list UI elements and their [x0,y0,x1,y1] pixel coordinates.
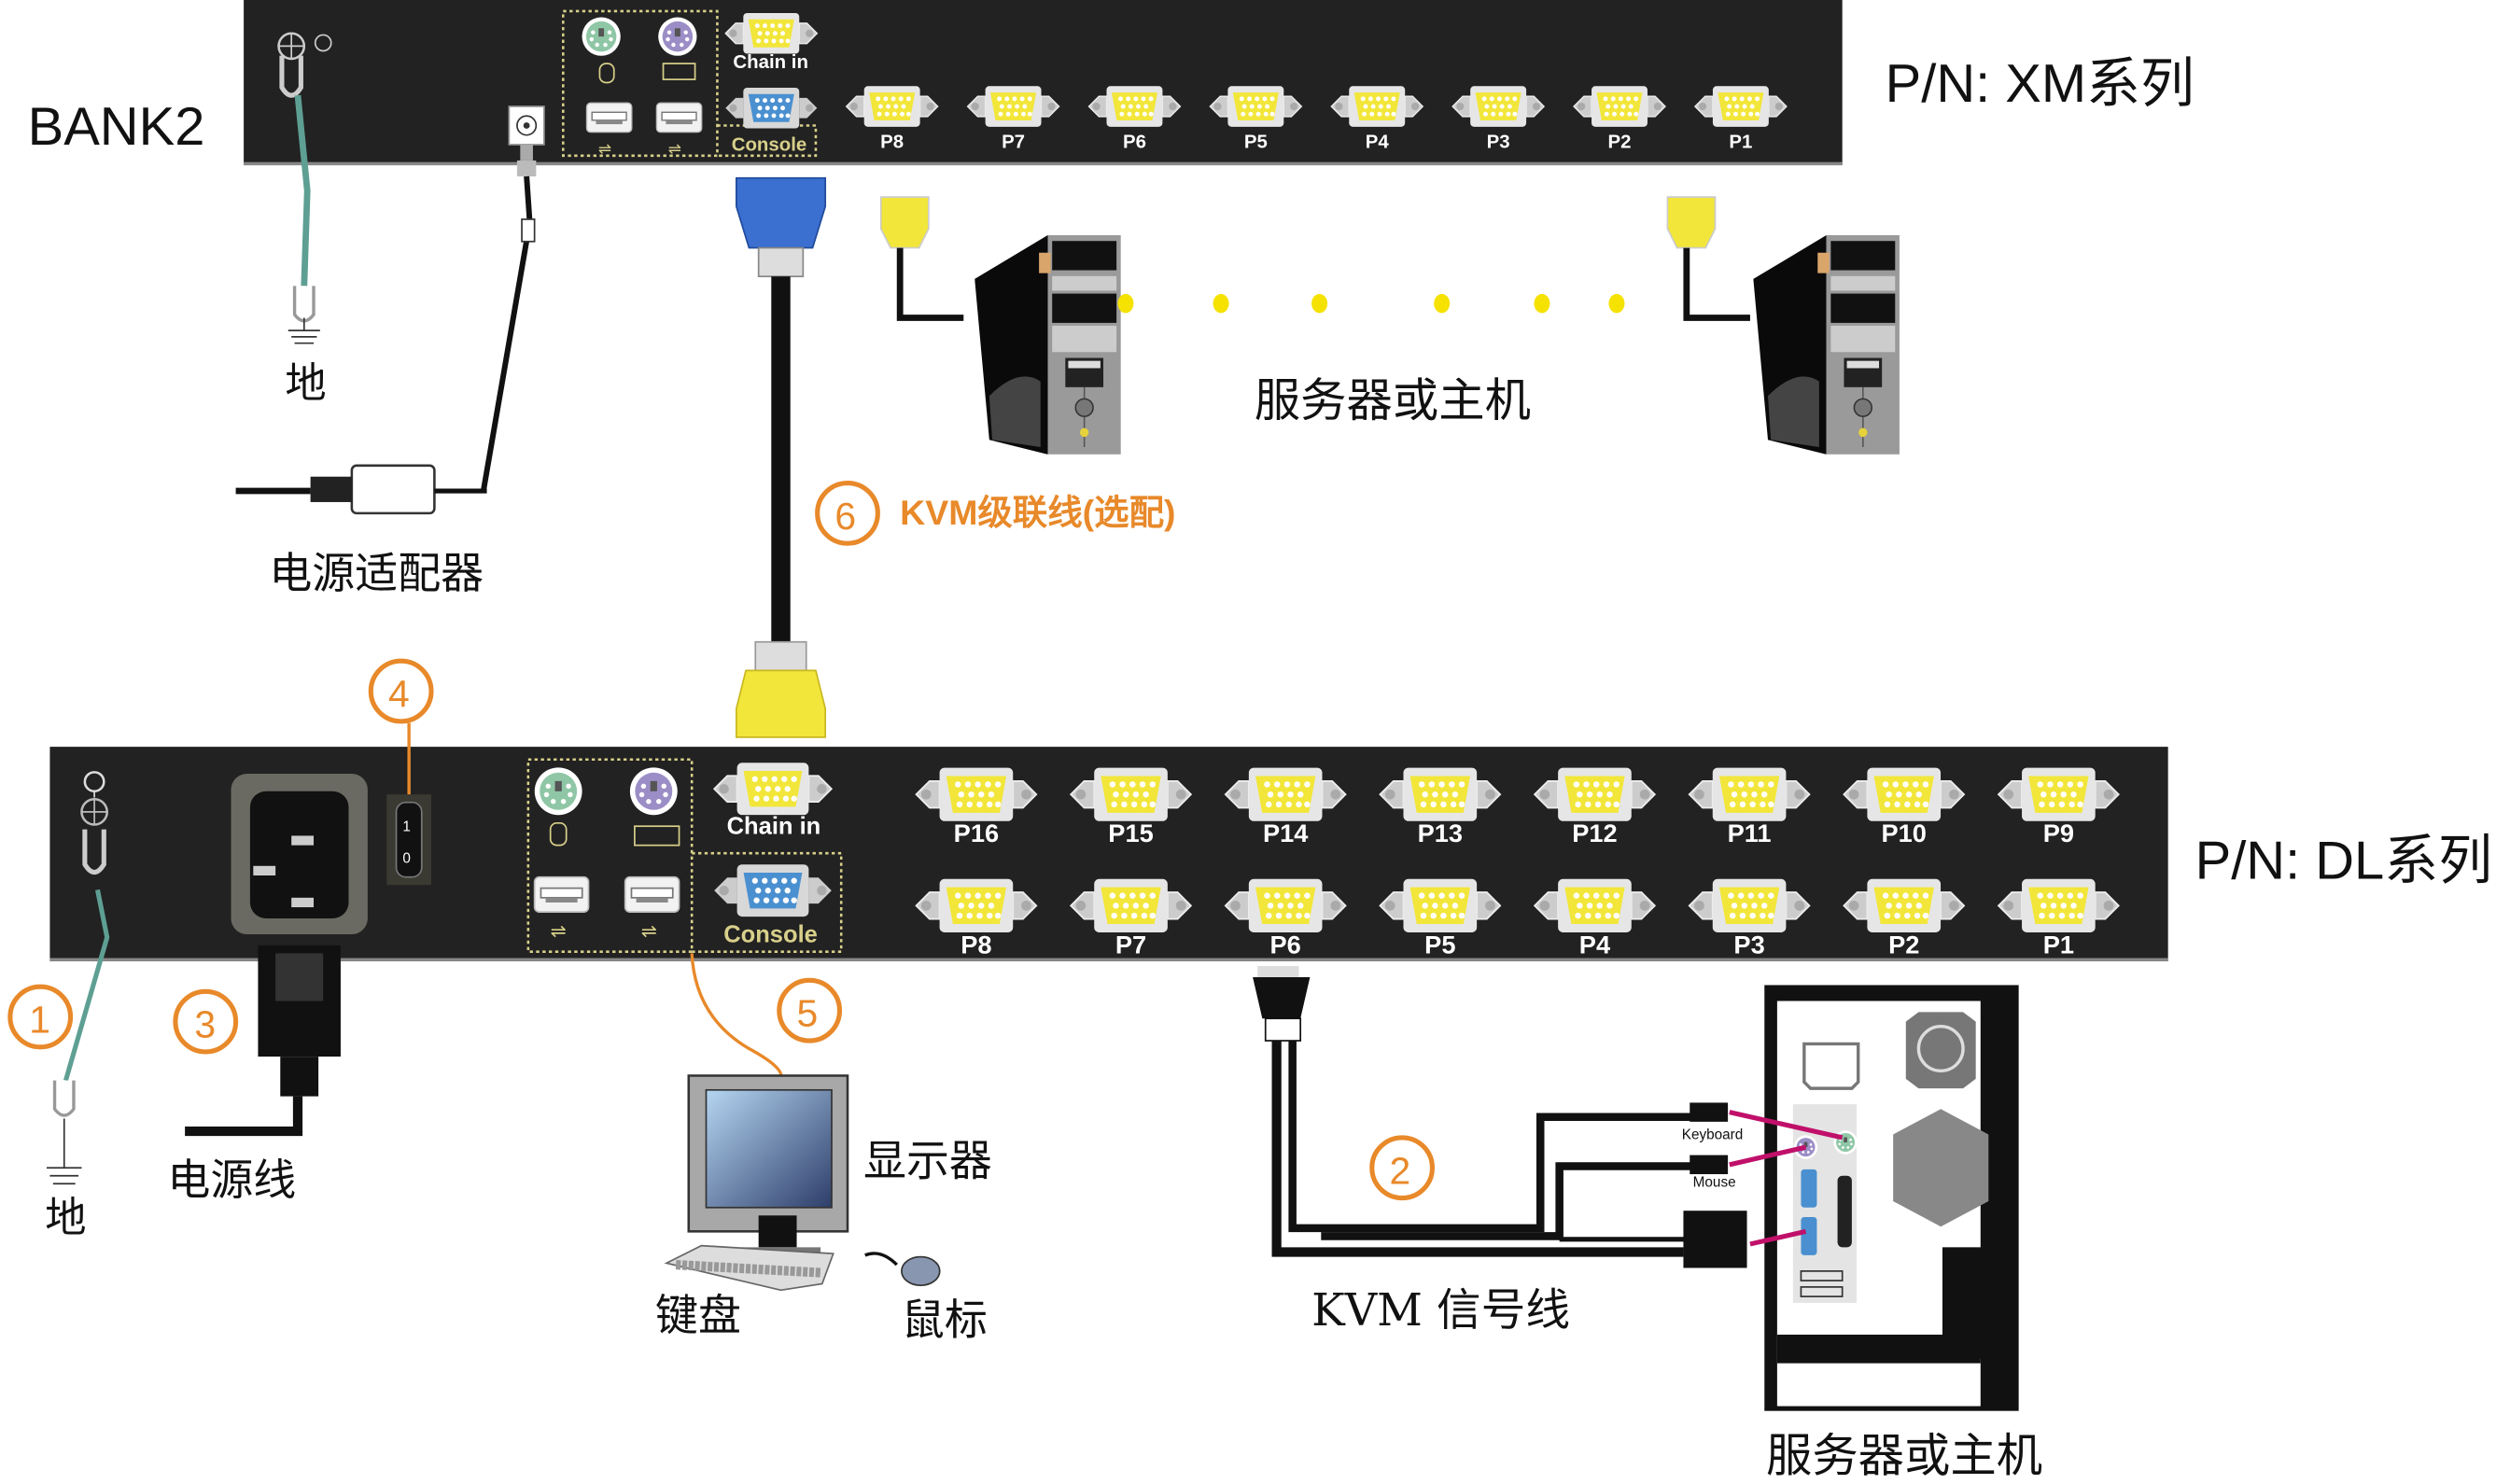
ground-terminal-icon [287,286,320,344]
cascade-cable-label: KVM级联线(选配) [900,493,1175,532]
usb-port-1 [533,875,590,914]
callout-1-number: 1 [29,999,50,1042]
switch-on-label: 1 [402,819,411,834]
cascade-cable [735,176,827,738]
xm-port-label: P3 [1487,132,1510,152]
usb-icon: ⇌ [641,921,657,942]
xm-port-label: P4 [1366,132,1390,152]
dl-port-label: P1 [2043,930,2074,959]
kvm-cable-label: KVM 信号线 [1311,1285,1570,1337]
xm-port-label: P8 [880,132,904,152]
xm-port-label: P7 [1002,132,1025,152]
dl-port-label: P4 [1579,930,1610,959]
ground-wire-bottom [63,889,110,1082]
chain-in-label-top: Chain in [733,52,808,73]
dl-ports-top-row: P16 P15 P14 P13 P12 P11 P10 P9 [915,766,2120,847]
dl-port-label: P16 [954,819,999,847]
dc-power-jack-icon [508,105,545,176]
power-cord-label: 电源线 [167,1155,296,1205]
dl-port-label: P13 [1418,819,1463,847]
ground-terminal-icon [47,1080,82,1185]
dl-port-label: P14 [1263,819,1308,847]
servers-label-top: 服务器或主机 [1255,373,1531,427]
callout-4-number: 4 [388,673,410,716]
console-label-bottom: Console [723,921,818,947]
power-adapter-label: 电源适配器 [269,548,484,598]
console-group-box-top [562,9,719,158]
xm-unit-panel [244,0,1843,166]
keyboard-device-icon [664,1244,834,1292]
monitor-icon [687,1074,849,1260]
server-tower-left [975,234,1121,455]
xm-model-label: P/N: XM系列 [1886,54,2195,114]
dl-port-label: P3 [1733,930,1764,959]
power-switch[interactable]: 1 0 [386,794,431,886]
power-adapter-icon [235,464,487,515]
xm-port-label: P1 [1729,132,1752,152]
ground-label-top: 地 [285,360,326,408]
ac-power-inlet [231,774,368,934]
power-cord-plug [185,945,341,1137]
server-cable-right [1666,196,1750,321]
monitor-label: 显示器 [863,1136,992,1186]
xm-port-label: P2 [1608,132,1632,152]
pc-rear-panel [1683,985,2019,1411]
keyboard-label: 键盘 [655,1290,741,1340]
usb-port-1 [585,102,633,133]
ps2-mouse-port [582,17,621,56]
ellipsis-dots [1117,293,1625,314]
kvm-signal-cable [1253,966,1700,1257]
ground-label-bottom: 地 [45,1194,86,1241]
usb-icon: ⇌ [668,140,681,158]
bank-label: BANK2 [28,97,205,157]
dl-port-label: P2 [1888,930,1919,959]
dl-port-label: P9 [2043,819,2074,847]
ground-screw-icon [277,32,332,98]
usb-icon: ⇌ [598,140,611,158]
ground-screw-icon [80,771,108,875]
dl-port-label: P7 [1115,930,1146,959]
usb-port-2 [624,875,680,914]
mouse-device-icon [864,1252,941,1287]
xm-port-label: P6 [1123,132,1146,152]
dl-port-label: P15 [1108,819,1153,847]
server-tower-right [1753,234,1900,455]
callout-3-number: 3 [194,1003,216,1046]
dl-ports-bottom-row: P8 P7 P6 P5 P4 P3 P2 P1 [915,877,2120,959]
usb-icon: ⇌ [551,921,567,942]
pc-keyboard-label: Keyboard [1682,1127,1744,1143]
dl-port-label: P10 [1882,819,1927,847]
ground-wire-top [294,94,311,287]
callout-6-number: 6 [834,495,856,538]
mouse-label: 鼠标 [902,1295,988,1345]
xm-port-label: P5 [1244,132,1268,152]
callout-2-number: 2 [1390,1149,1411,1192]
dl-port-label: P8 [961,930,991,959]
server-label-bottom: 服务器或主机 [1766,1428,2042,1482]
dl-port-label: P12 [1572,819,1617,847]
keyboard-icon [634,825,680,847]
dl-model-label: P/N: DL系列 [2195,831,2492,890]
server-cable-left [879,196,964,321]
console-label-top: Console [732,135,807,156]
dl-port-label: P6 [1270,930,1301,959]
chain-in-label-bottom: Chain in [727,814,821,840]
ps2-keyboard-port [629,767,678,816]
ps2-mouse-port [534,767,582,816]
callout-5-leader [690,953,783,1078]
dl-port-label: P5 [1424,930,1455,959]
ps2-keyboard-port [658,17,697,56]
switch-off-label: 0 [402,850,411,866]
pc-mouse-label: Mouse [1693,1175,1736,1191]
mouse-icon [549,821,568,847]
keyboard-icon [662,63,696,80]
xm-ports: P8 P7 P6 P5 P4 P3 P2 P1 [845,85,1788,152]
dl-port-label: P11 [1728,819,1772,847]
callout-5-number: 5 [797,992,819,1035]
usb-port-2 [655,102,703,133]
mouse-icon [598,63,615,84]
